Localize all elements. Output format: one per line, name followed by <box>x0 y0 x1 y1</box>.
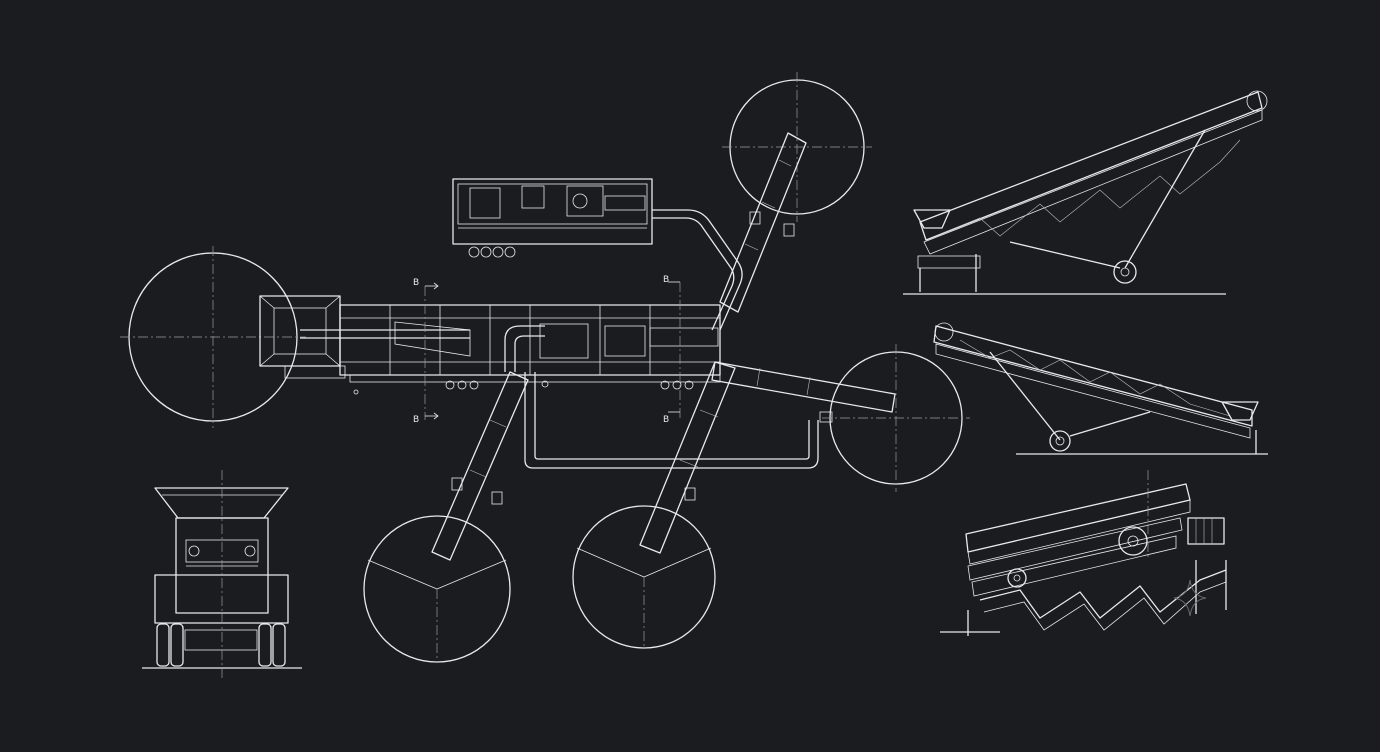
vibrating-screen <box>940 470 1227 636</box>
conveyor-bottom-left <box>431 371 529 561</box>
stockpile-left <box>120 246 306 428</box>
main-plant-plan <box>259 295 721 395</box>
section-b-right: B B <box>663 275 681 425</box>
section-label-b: B <box>413 278 419 288</box>
return-conveyor-loop <box>524 209 819 469</box>
generator-trailer <box>452 178 653 258</box>
conveyor-top <box>719 132 807 313</box>
section-label-b: B <box>663 275 669 285</box>
front-elevation <box>142 470 302 680</box>
conveyor-elevation-top <box>903 90 1268 295</box>
sparkle-icon <box>1173 579 1207 617</box>
stockpile-bottom-center <box>572 505 716 649</box>
stockpile-right <box>822 344 970 492</box>
section-b-left: B B <box>413 278 439 425</box>
conveyor-elevation-middle <box>933 322 1268 455</box>
stockpile-bottom-left <box>363 515 511 663</box>
conveyor-bottom-center <box>639 361 736 554</box>
section-label-b: B <box>663 415 669 425</box>
stockpile-top <box>722 72 872 222</box>
section-label-b: B <box>413 415 419 425</box>
conveyor-right <box>711 361 896 423</box>
